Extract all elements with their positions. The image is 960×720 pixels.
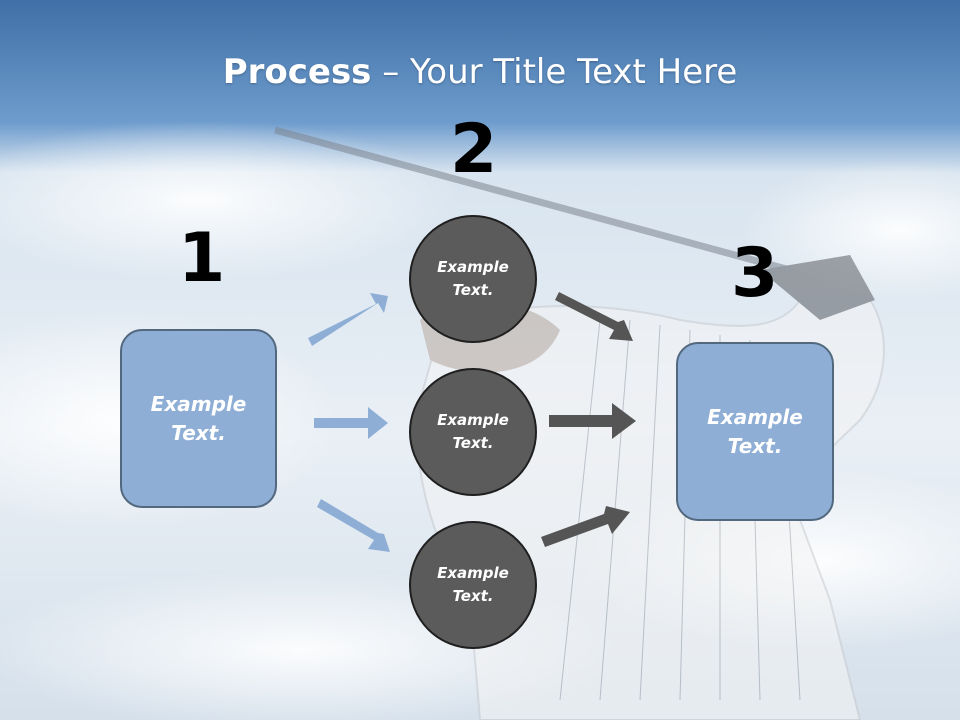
step-number-1: 1 (178, 219, 226, 298)
arrow-right-mid-dark (549, 403, 636, 439)
step-2-circle-2-text: Example Text. (437, 411, 509, 452)
step-3-box: Example Text. (676, 342, 834, 521)
step-number-3: 3 (731, 234, 779, 313)
arrow-right-down-dark (541, 506, 630, 547)
step-2-circle-3: Example Text. (409, 521, 537, 649)
arrow-mid-blue (314, 407, 388, 439)
arrow-down-blue (317, 499, 390, 552)
arrow-up-blue (308, 293, 388, 346)
step-2-circle-2: Example Text. (409, 368, 537, 496)
title-rest: – Your Title Text Here (371, 52, 738, 92)
step-2-circle-1: Example Text. (409, 215, 537, 343)
arrow-right-up-dark (555, 292, 633, 341)
step-2-circle-3-text: Example Text. (437, 564, 509, 605)
step-3-text: Example Text. (707, 404, 803, 458)
step-1-text: Example Text. (150, 391, 247, 445)
step-1-box: Example Text. (120, 329, 277, 508)
slide-title: Process – Your Title Text Here (0, 52, 960, 92)
title-bold: Process (222, 52, 372, 92)
step-2-circle-1-text: Example Text. (437, 258, 509, 299)
step-number-2: 2 (450, 110, 498, 189)
